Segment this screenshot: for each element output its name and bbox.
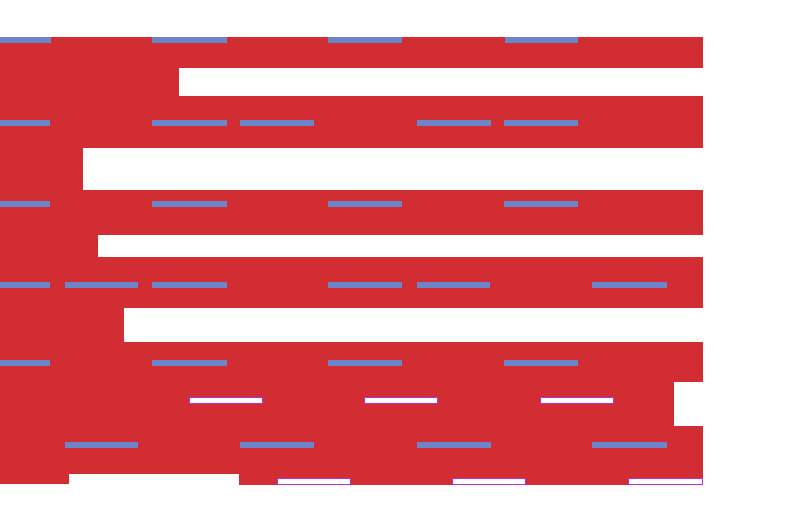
link-bar[interactable] [328, 282, 402, 288]
outlined-link-bar[interactable] [364, 397, 438, 404]
link-bar[interactable] [152, 360, 227, 366]
link-bar[interactable] [592, 282, 667, 288]
link-bar[interactable] [152, 282, 227, 288]
link-bar[interactable] [504, 120, 578, 126]
link-bar[interactable] [65, 442, 138, 448]
link-bar[interactable] [328, 201, 402, 207]
link-bar[interactable] [0, 282, 50, 288]
link-bar[interactable] [152, 120, 227, 126]
link-bar[interactable] [0, 201, 50, 207]
text-block [0, 148, 83, 190]
text-block [674, 342, 703, 382]
link-bar[interactable] [417, 442, 491, 448]
outlined-link-bar[interactable] [628, 478, 703, 485]
link-bar[interactable] [0, 360, 50, 366]
outlined-link-bar[interactable] [540, 397, 614, 404]
text-block [0, 190, 703, 235]
link-bar[interactable] [152, 201, 227, 207]
text-block [0, 235, 98, 257]
link-bar[interactable] [417, 120, 491, 126]
text-block [0, 68, 179, 96]
link-bar[interactable] [240, 120, 314, 126]
link-bar[interactable] [417, 282, 490, 288]
text-block [0, 96, 703, 148]
outlined-link-bar[interactable] [452, 478, 526, 485]
link-bar[interactable] [65, 282, 138, 288]
outlined-link-bar[interactable] [277, 478, 351, 485]
text-block [674, 426, 703, 474]
link-bar[interactable] [152, 37, 227, 43]
link-bar[interactable] [240, 442, 314, 448]
link-bar[interactable] [504, 360, 578, 366]
text-block [0, 474, 69, 484]
text-block [0, 308, 124, 342]
link-bar[interactable] [505, 37, 578, 43]
link-bar[interactable] [0, 120, 50, 126]
link-bar[interactable] [328, 360, 402, 366]
link-bar[interactable] [0, 37, 51, 43]
link-bar[interactable] [328, 37, 402, 43]
outlined-link-bar[interactable] [189, 397, 263, 404]
link-bar[interactable] [504, 201, 578, 207]
link-bar[interactable] [592, 442, 667, 448]
